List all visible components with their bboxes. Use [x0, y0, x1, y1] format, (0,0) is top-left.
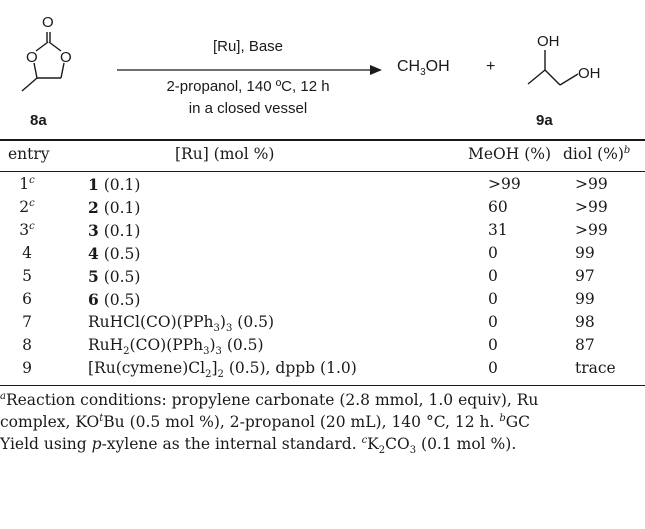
diol-cell: 97 — [575, 267, 595, 285]
carbonyl-oxygen: O — [42, 14, 54, 31]
entry-cell: 4 — [22, 244, 32, 262]
table-header-row: entry [Ru] (mol %) MeOH (%) diol (%)b — [0, 145, 645, 168]
catalyst-cell: 4 (0.5) — [88, 244, 141, 263]
table-row: 3c 3 (0.1) 31 >99 — [0, 221, 645, 244]
propylene-carbonate-structure — [21, 32, 65, 92]
diol-cell: 99 — [575, 290, 595, 308]
catalyst-cell: 3 (0.1) — [88, 221, 141, 240]
table-row: 2c 2 (0.1) 60 >99 — [0, 198, 645, 221]
entry-cell: 6 — [22, 290, 32, 308]
diol-cell: 87 — [575, 336, 595, 354]
entry-cell: 7 — [22, 313, 32, 331]
header-ru: [Ru] (mol %) — [175, 145, 275, 163]
footnote-line-3: Yield using p-xylene as the internal sta… — [0, 434, 517, 457]
table-row: 6 6 (0.5) 0 99 — [0, 290, 645, 313]
meoh-cell: 0 — [488, 290, 498, 308]
footnote-line-2: complex, KOtBu (0.5 mol %), 2-propanol (… — [0, 412, 531, 431]
entry-cell: 9 — [22, 359, 32, 377]
reaction-scheme: O O O OH OH [Ru], Base 2-propanol, 140 º… — [0, 0, 645, 140]
meoh-cell: 0 — [488, 359, 498, 377]
entry-cell: 2c — [19, 197, 35, 216]
catalyst-cell: [Ru(cymene)Cl2]2 (0.5), dppb (1.0) — [88, 359, 357, 381]
scheme-structures: O O O OH OH — [21, 14, 601, 92]
ring-oxygen-left: O — [26, 49, 38, 66]
reactant-label: 8a — [30, 112, 47, 129]
reagents-label: [Ru], Base — [212, 38, 284, 55]
catalyst-cell: 2 (0.1) — [88, 198, 141, 217]
entry-cell: 1c — [19, 174, 35, 193]
glycol-hydroxyl-top: OH — [537, 33, 560, 50]
ring-oxygen-right: O — [60, 49, 72, 66]
table-row: 8 RuH2(CO)(PPh3)3 (0.5) 0 87 — [0, 336, 645, 359]
table-top-rule — [0, 139, 645, 141]
diol-cell: trace — [575, 359, 616, 377]
catalyst-cell: 5 (0.5) — [88, 267, 141, 286]
header-entry: entry — [8, 145, 50, 163]
meoh-cell: 0 — [488, 244, 498, 262]
propylene-glycol-structure — [527, 50, 579, 86]
meoh-cell: 0 — [488, 267, 498, 285]
conditions-line-1: 2-propanol, 140 ºC, 12 h — [166, 78, 330, 95]
table-bottom-rule — [0, 385, 645, 386]
product-label: 9a — [536, 112, 553, 129]
glycol-hydroxyl-right: OH — [578, 65, 601, 82]
diol-cell: >99 — [575, 175, 608, 193]
diol-cell: >99 — [575, 198, 608, 216]
meoh-cell: >99 — [488, 175, 521, 193]
catalyst-cell: 1 (0.1) — [88, 175, 141, 194]
methanol-formula: CH3OH — [397, 58, 450, 79]
footnote-line-1: aReaction conditions: propylene carbonat… — [0, 390, 539, 409]
table-row: 5 5 (0.5) 0 97 — [0, 267, 645, 290]
meoh-cell: 0 — [488, 313, 498, 331]
catalyst-cell: 6 (0.5) — [88, 290, 141, 309]
table-header-rule — [0, 171, 645, 172]
entry-cell: 8 — [22, 336, 32, 354]
table-row: 4 4 (0.5) 0 99 — [0, 244, 645, 267]
meoh-cell: 0 — [488, 336, 498, 354]
entry-cell: 5 — [22, 267, 32, 285]
diol-cell: 99 — [575, 244, 595, 262]
meoh-cell: 60 — [488, 198, 508, 216]
reaction-arrow — [117, 65, 382, 75]
diol-cell: >99 — [575, 221, 608, 239]
meoh-cell: 31 — [488, 221, 508, 239]
table-row: 7 RuHCl(CO)(PPh3)3 (0.5) 0 98 — [0, 313, 645, 336]
plus-sign: + — [486, 58, 496, 75]
catalyst-cell: RuH2(CO)(PPh3)3 (0.5) — [88, 336, 264, 358]
conditions-line-2: in a closed vessel — [188, 100, 308, 117]
header-diol: diol (%)b — [563, 144, 631, 163]
catalyst-cell: RuHCl(CO)(PPh3)3 (0.5) — [88, 313, 275, 335]
entry-cell: 3c — [19, 220, 35, 239]
diol-cell: 98 — [575, 313, 595, 331]
header-meoh: MeOH (%) — [468, 145, 552, 163]
table-row: 9 [Ru(cymene)Cl2]2 (0.5), dppb (1.0) 0 t… — [0, 359, 645, 382]
table-row: 1c 1 (0.1) >99 >99 — [0, 175, 645, 198]
